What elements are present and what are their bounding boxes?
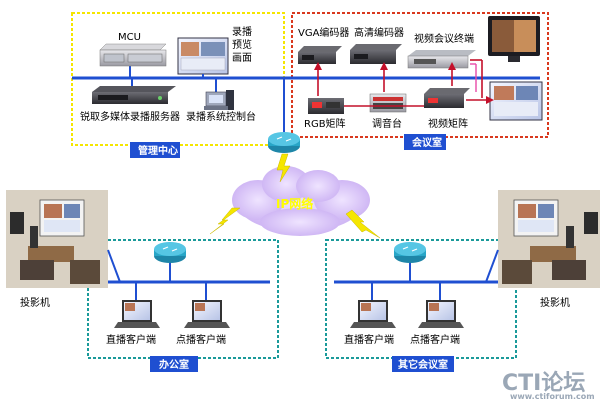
ip-network-label: IP网络 — [276, 196, 313, 211]
video-matrix-device — [424, 88, 470, 108]
watermark-brand: CTI论坛 — [502, 370, 585, 396]
vga-encoder-device — [298, 46, 342, 64]
office-projector-scene — [6, 190, 108, 288]
signal-arrows — [317, 59, 490, 107]
other-rooms-projector-link — [485, 249, 499, 283]
office-router — [154, 242, 186, 282]
recording-preview-label-1: 录播 — [232, 25, 252, 38]
terminal-label: 视频会议终端 — [414, 32, 474, 45]
video-conference-terminal-device — [407, 50, 476, 69]
ip-network-cloud — [232, 166, 370, 236]
management-center-tag-label: 管理中心 — [138, 144, 178, 157]
office-tag-label: 办公室 — [159, 358, 189, 371]
office-vod-client-laptop — [184, 282, 230, 328]
other-rooms-tag — [392, 356, 454, 372]
other-rooms-vod-client-label: 点播客户端 — [410, 333, 460, 346]
mcu-label: MCU — [118, 32, 141, 43]
recording-preview-label-3: 画面 — [232, 53, 252, 64]
other-rooms-router — [394, 242, 426, 282]
other-rooms-live-client-laptop — [350, 282, 396, 328]
other-rooms-projector-scene — [498, 190, 600, 288]
recording-preview-label-2: 预览 — [232, 38, 252, 51]
conference-room-tag-label: 会议室 — [412, 136, 442, 149]
hd-encoder-label: 高清编码器 — [354, 26, 404, 39]
other-rooms-live-client-label: 直播客户端 — [344, 333, 394, 346]
control-station-label: 录播系统控制台 — [186, 110, 256, 123]
capture-server-label: 锐取多媒体录播服务器 — [80, 110, 180, 123]
watermark-url: www.ctiforum.com — [510, 392, 595, 401]
core-router — [268, 78, 300, 153]
control-station-device — [204, 78, 234, 110]
recording-preview-screen — [177, 37, 229, 78]
office-projector-link — [107, 249, 121, 283]
other-rooms-vod-client-laptop — [418, 282, 464, 328]
conference-display-window — [489, 81, 543, 121]
management-center-tag — [130, 142, 180, 158]
office-live-client-laptop — [114, 282, 160, 328]
rgb-matrix-device — [308, 98, 344, 114]
wan-links — [209, 153, 381, 239]
mixer-device — [369, 93, 407, 113]
rgb-matrix-label: RGB矩阵 — [304, 117, 346, 130]
office-tag — [150, 356, 198, 372]
recording-server-device — [92, 78, 176, 104]
hd-encoder-device — [350, 44, 402, 64]
mixer-label: 调音台 — [372, 117, 402, 130]
signal-arrowheads — [314, 62, 494, 104]
conference-room-tag — [404, 134, 446, 150]
video-matrix-label: 视频矩阵 — [428, 117, 468, 130]
other-rooms-tag-label: 其它会议室 — [398, 358, 448, 371]
av-link-lines — [470, 63, 477, 92]
vga-encoder-label: VGA编码器 — [298, 26, 349, 39]
ctiforum-logo: CTI论坛 www.ctiforum.com — [502, 370, 595, 401]
office-projector-label: 投影机 — [20, 296, 50, 309]
office-vod-client-label: 点播客户端 — [176, 333, 226, 346]
office-live-client-label: 直播客户端 — [106, 333, 156, 346]
mcu-device — [99, 43, 167, 78]
conference-tv — [488, 16, 540, 62]
other-rooms-projector-label: 投影机 — [540, 296, 570, 309]
